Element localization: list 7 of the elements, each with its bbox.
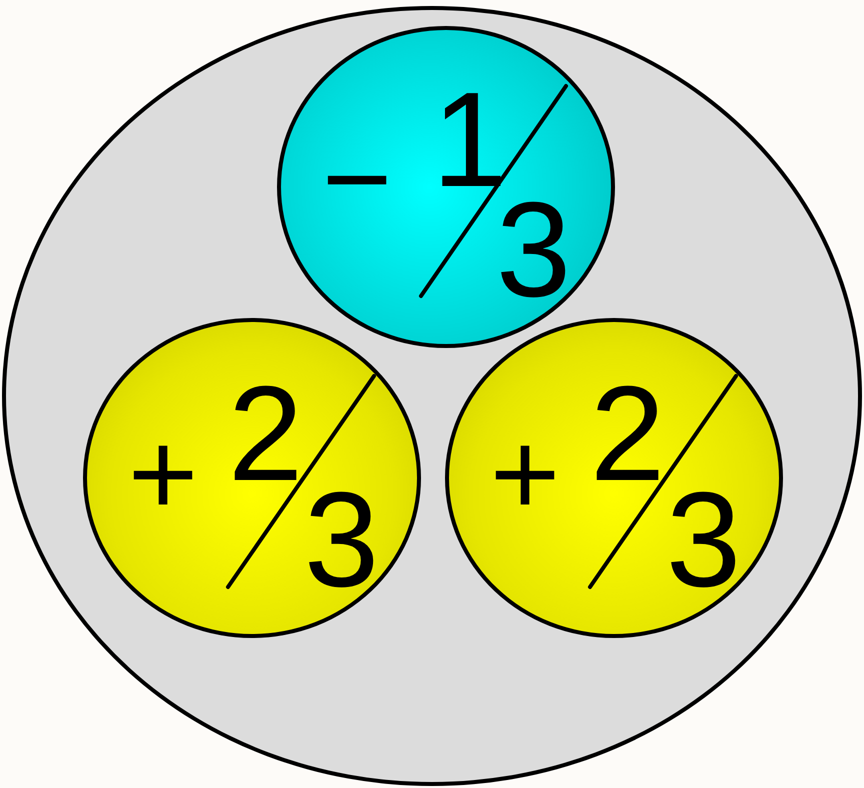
fraction-numerator: 2	[590, 366, 666, 501]
charge-sign: +	[128, 414, 198, 534]
fraction-denominator: 3	[304, 472, 380, 607]
fraction-numerator: 2	[228, 366, 304, 501]
charge-sign: +	[490, 414, 560, 534]
charge-sign: −	[322, 119, 392, 239]
fraction-denominator: 3	[666, 472, 742, 607]
